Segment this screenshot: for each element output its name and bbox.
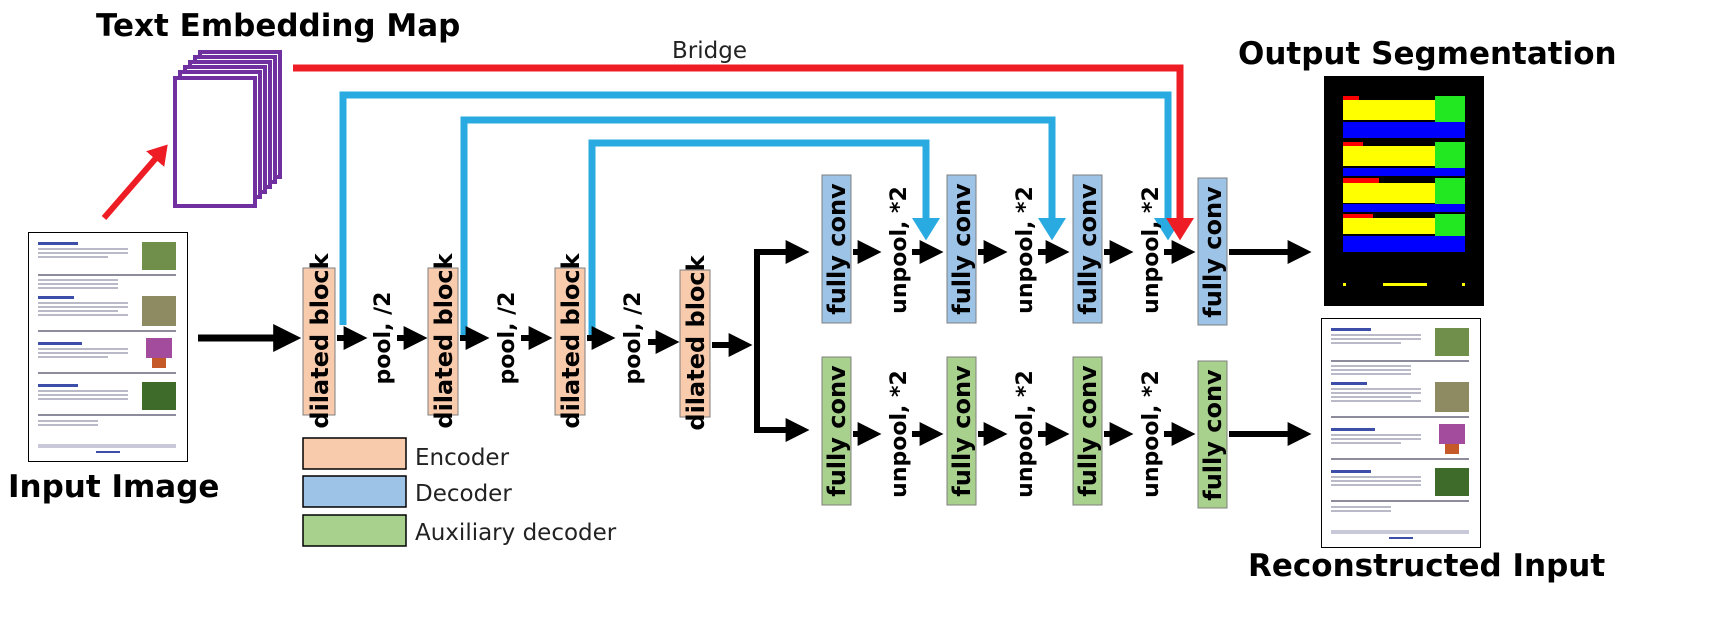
aux-decoder-block-2: fully conv — [946, 356, 977, 506]
aux-decoder-block-label: fully conv — [1199, 369, 1227, 501]
aux-decoder-block-label: fully conv — [823, 365, 851, 497]
auxiliary-decoder: fully conv unpool, *2 fully conv unpool,… — [821, 356, 1312, 509]
skip-connection-1 — [339, 91, 1182, 325]
input-image-title: Input Image — [8, 469, 219, 505]
encoder-block-label: dilated block — [306, 252, 334, 428]
decoder-block-label: fully conv — [1199, 186, 1227, 318]
decoder-block-2: fully conv — [946, 174, 977, 324]
legend-label: Encoder — [415, 445, 510, 471]
output-segmentation-title: Output Segmentation — [1238, 36, 1617, 72]
decoder-block-label: fully conv — [948, 183, 976, 315]
legend-item-encoder: Encoder — [302, 437, 510, 471]
decoder: fully conv unpool, *2 fully conv unpool,… — [821, 174, 1312, 326]
unpool-label: unpool, *2 — [887, 186, 912, 314]
pool-label: pool, /2 — [495, 292, 520, 385]
unpool-label: unpool, *2 — [887, 370, 912, 498]
legend: Encoder Decoder Auxiliary decoder — [302, 437, 617, 547]
unpool-label: unpool, *2 — [1139, 370, 1164, 498]
decoder-block-label: fully conv — [1074, 183, 1102, 315]
bridge-label: Bridge — [672, 38, 747, 64]
aux-decoder-block-1: fully conv — [821, 356, 852, 506]
input-image-thumbnail — [28, 232, 188, 462]
pool-label: pool, /2 — [371, 292, 396, 385]
encoder-block-3: dilated block — [554, 252, 586, 429]
decoder-block-label: fully conv — [823, 183, 851, 315]
text-embedding-title: Text Embedding Map — [96, 8, 460, 44]
skip-connection-3 — [588, 139, 940, 338]
legend-label: Auxiliary decoder — [415, 520, 617, 546]
reconstructed-input-title: Reconstructed Input — [1248, 548, 1605, 584]
encoder-block-label: dilated block — [557, 252, 585, 428]
decoder-block-4: fully conv — [1197, 177, 1228, 326]
encoder-block-label: dilated block — [682, 254, 710, 430]
encoder-block-4: dilated block — [679, 254, 711, 431]
reconstructed-input-thumbnail — [1321, 318, 1481, 548]
unpool-label: unpool, *2 — [1013, 370, 1038, 498]
decoder-block-3: fully conv — [1072, 174, 1103, 324]
aux-decoder-block-label: fully conv — [948, 365, 976, 497]
encoder: dilated block pool, /2 dilated block poo… — [302, 252, 753, 431]
unpool-label: unpool, *2 — [1139, 186, 1164, 314]
bridge-connection — [293, 64, 1194, 241]
legend-item-decoder: Decoder — [302, 475, 512, 508]
legend-item-aux-decoder: Auxiliary decoder — [302, 514, 617, 547]
unpool-label: unpool, *2 — [1013, 186, 1038, 314]
encoder-block-2: dilated block — [427, 252, 459, 429]
pool-label: pool, /2 — [621, 292, 646, 385]
aux-decoder-block-4: fully conv — [1197, 360, 1228, 509]
aux-decoder-block-label: fully conv — [1074, 365, 1102, 497]
skip-connection-2 — [460, 116, 1066, 338]
aux-decoder-block-3: fully conv — [1072, 356, 1103, 506]
segmentation-map-icon — [1324, 76, 1484, 306]
embedding-arrow — [101, 144, 168, 220]
stacked-maps-icon — [173, 50, 282, 208]
encoder-block-1: dilated block — [302, 252, 336, 429]
legend-label: Decoder — [415, 481, 512, 507]
encoder-block-label: dilated block — [430, 252, 458, 428]
decoder-block-1: fully conv — [821, 174, 852, 324]
